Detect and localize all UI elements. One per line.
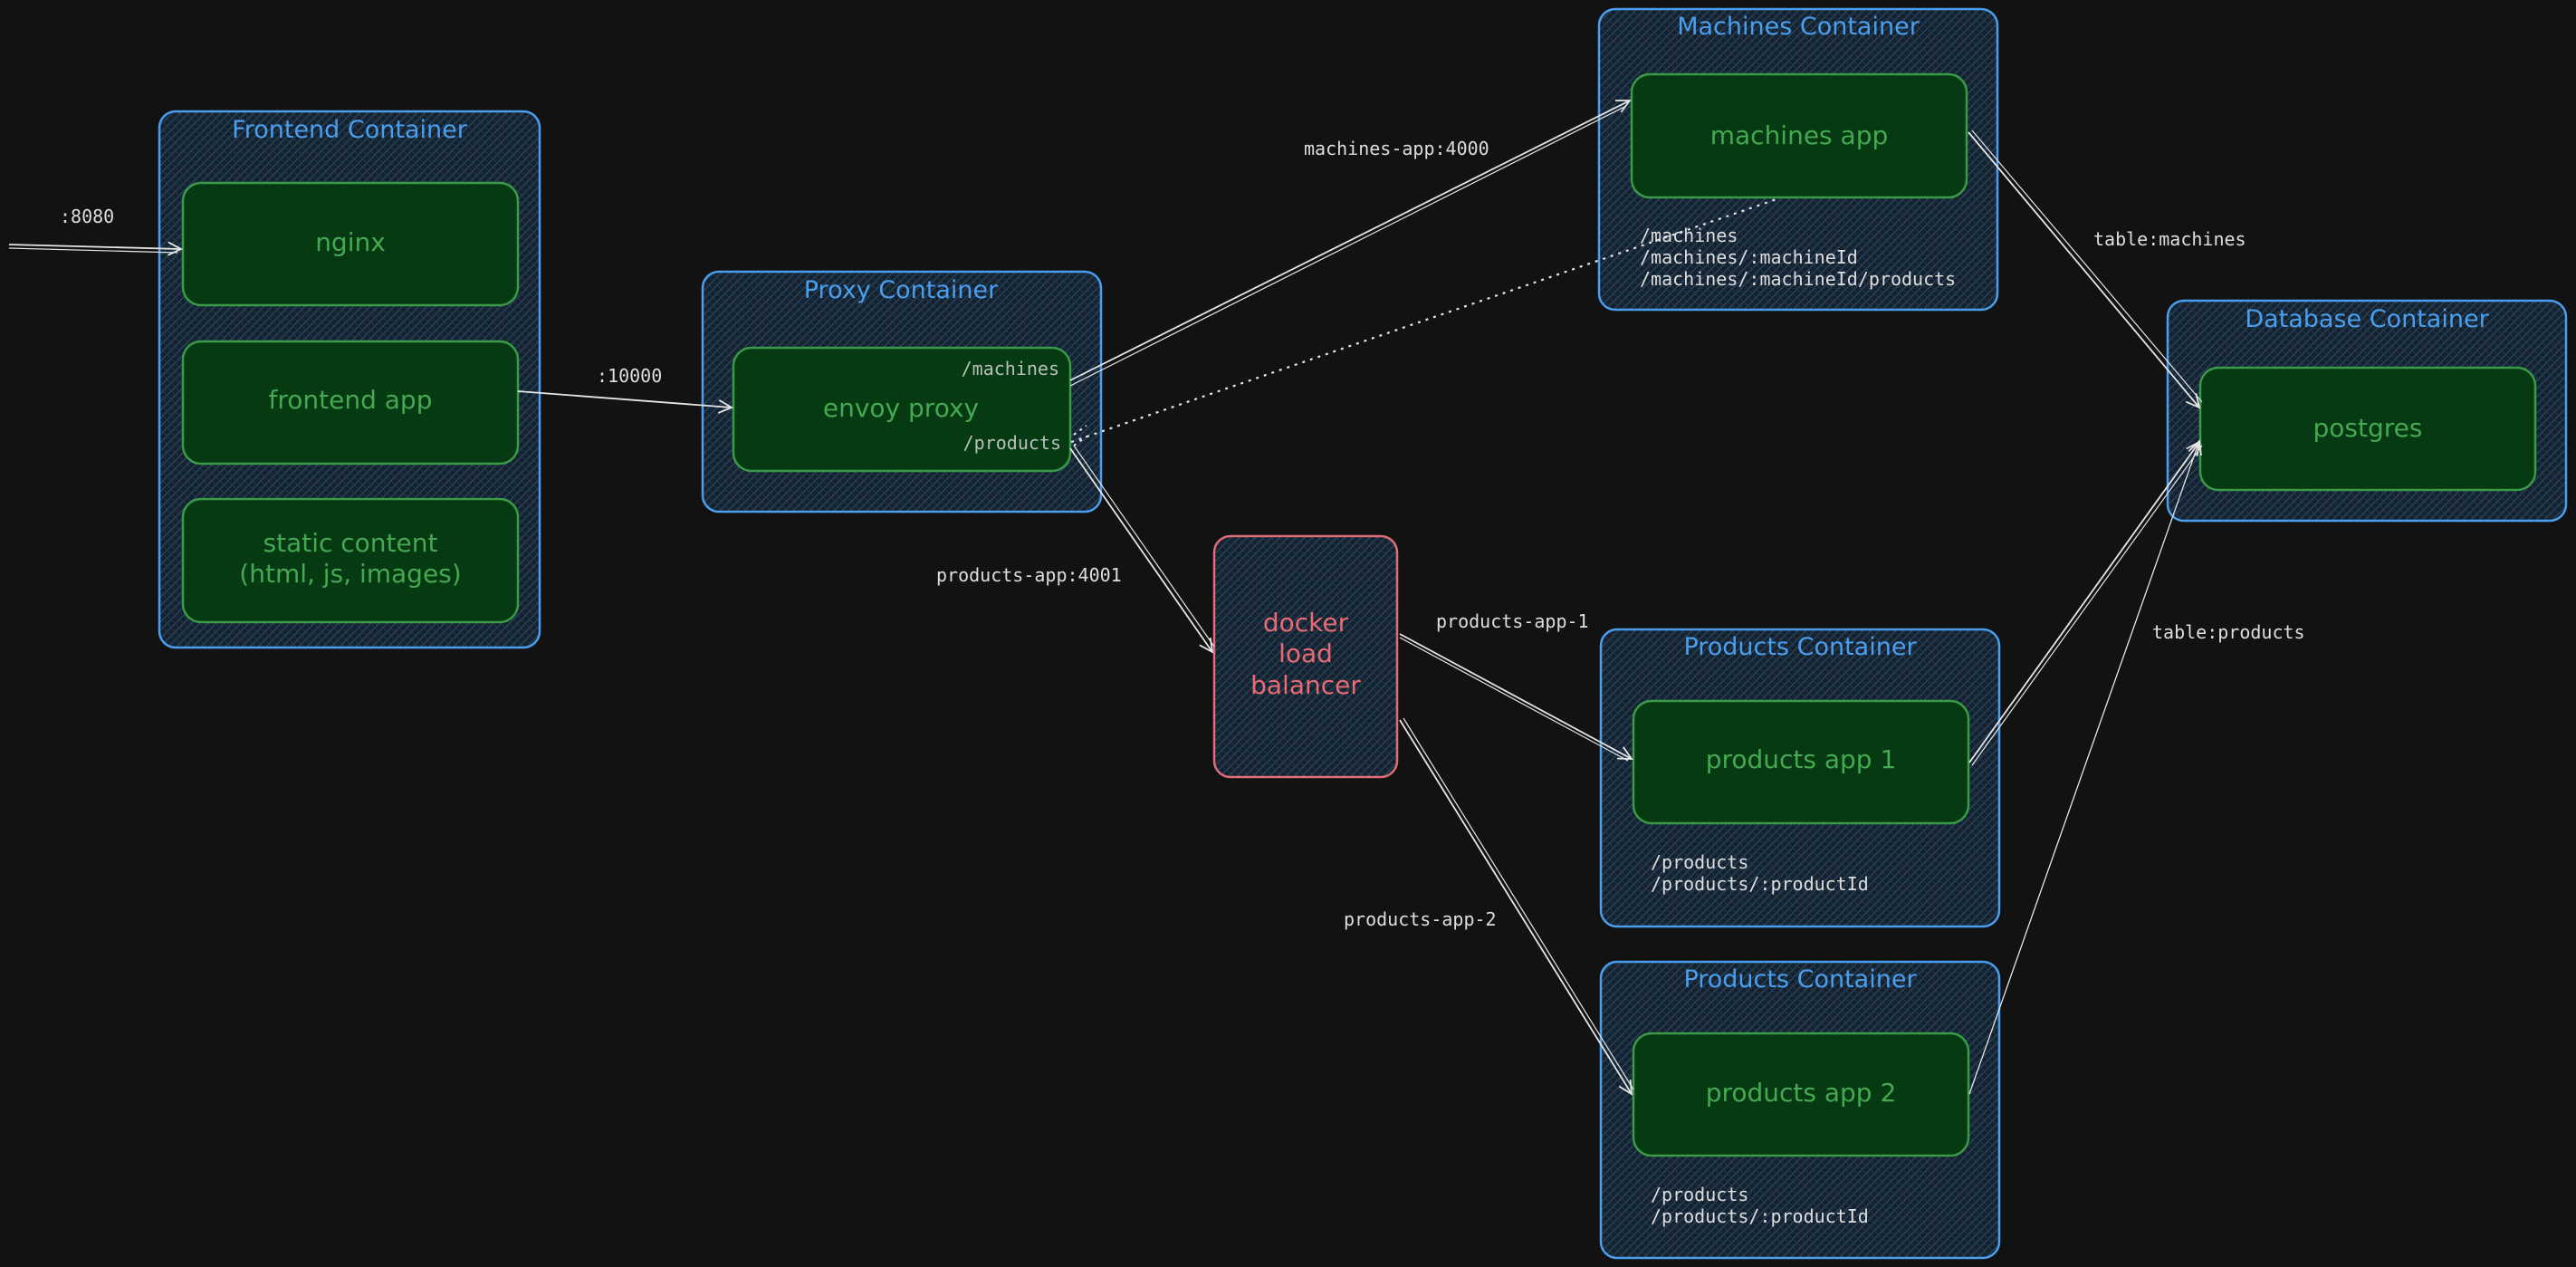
machines-route-list: /machines /machines/:machineId /machines… (1640, 225, 1956, 290)
arrow-frontend-to-envoy (517, 390, 732, 408)
docker-load-balancer[interactable]: docker load balancer (1212, 534, 1399, 779)
static-content-label-line1: static content (263, 528, 438, 558)
label-table-products: table:products (2152, 621, 2305, 643)
load-balancer-line3: balancer (1250, 670, 1361, 700)
load-balancer-line2: load (1278, 638, 1333, 668)
arrow-envoy-to-machines (1069, 101, 1630, 381)
nginx-label: nginx (315, 227, 386, 257)
label-products-app-2: products-app-2 (1344, 908, 1497, 930)
machines-app-label: machines app (1710, 120, 1889, 150)
load-balancer-line1: docker (1263, 608, 1349, 638)
envoy-route-machines: /machines (962, 358, 1059, 379)
postgres-label: postgres (2313, 413, 2423, 443)
envoy-proxy-label: envoy proxy (823, 393, 979, 423)
arrow-products-2-to-postgres (1968, 441, 2199, 1095)
arrow-products-1-to-postgres (1968, 442, 2199, 763)
machines-container-title: Machines Container (1677, 13, 1920, 41)
edge-labels: :8080 :10000 machines-app:4000 products-… (60, 138, 2305, 930)
products-app-1-box[interactable]: products app 1 (1632, 699, 1970, 825)
frontend-container-title: Frontend Container (232, 116, 468, 144)
machines-route-2: /machines/:machineId (1640, 246, 1858, 268)
arrow-lb-to-products-1 (1399, 633, 1632, 759)
products-1-route-1: /products (1651, 851, 1748, 873)
label-port-8080: :8080 (60, 206, 114, 227)
envoy-route-products: /products (963, 432, 1061, 454)
label-table-machines: table:machines (2093, 228, 2246, 250)
products-1-route-2: /products/:productId (1651, 873, 1869, 895)
machines-route-3: /machines/:machineId/products (1640, 268, 1956, 290)
products-container-2-title: Products Container (1683, 965, 1917, 993)
label-products-app-1: products-app-1 (1436, 610, 1589, 632)
label-port-10000: :10000 (597, 365, 662, 387)
dotted-envoy-to-machines-routes (1070, 197, 1777, 444)
machines-route-1: /machines (1640, 225, 1738, 246)
envoy-proxy-box[interactable]: envoy proxy /machines /products (732, 346, 1072, 473)
products-app-1-label: products app 1 (1706, 744, 1897, 774)
products-container-1-title: Products Container (1683, 633, 1917, 661)
postgres-box[interactable]: postgres (2198, 366, 2537, 492)
products-2-route-1: /products (1651, 1184, 1748, 1205)
products-app-2-label: products app 2 (1706, 1078, 1897, 1108)
frontend-app-label: frontend app (269, 385, 433, 415)
frontend-app-box[interactable]: frontend app (181, 340, 520, 466)
arrow-entry-to-nginx (8, 245, 181, 249)
products-2-route-list: /products /products/:productId (1651, 1184, 1869, 1227)
arrow-machines-to-postgres (1968, 131, 2199, 408)
label-machines-app-4000: machines-app:4000 (1304, 138, 1489, 159)
nginx-box[interactable]: nginx (181, 181, 520, 307)
machines-app-box[interactable]: machines app (1630, 72, 1968, 199)
database-container-title: Database Container (2245, 305, 2489, 333)
products-1-route-list: /products /products/:productId (1651, 851, 1869, 895)
arrow-lb-to-products-2 (1399, 719, 1632, 1094)
products-app-2-box[interactable]: products app 2 (1632, 1032, 1970, 1157)
label-products-app-4001: products-app:4001 (936, 564, 1122, 586)
arrow-envoy-to-load-balancer (1069, 447, 1212, 652)
static-content-box[interactable]: static content (html, js, images) (181, 497, 520, 624)
proxy-container-title: Proxy Container (804, 276, 999, 304)
products-2-route-2: /products/:productId (1651, 1205, 1869, 1227)
static-content-label-line2: (html, js, images) (239, 559, 461, 589)
